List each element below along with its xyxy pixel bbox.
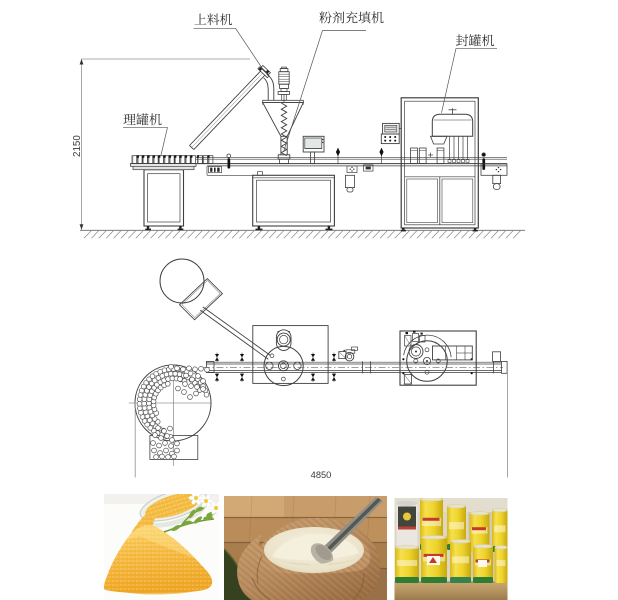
dim-4850: 4850	[311, 470, 332, 480]
cans-row	[131, 155, 214, 164]
photo-corn-grits	[104, 494, 219, 600]
labels: 上料机 粉剂充填机 封罐机 理罐机	[123, 11, 497, 156]
sealer-plan	[399, 330, 477, 386]
filler-hopper	[261, 95, 305, 164]
dimension-length: 4850	[134, 373, 508, 480]
filler-elevation	[189, 64, 335, 231]
infeed-worm-plan	[338, 346, 358, 362]
photos	[104, 494, 508, 600]
dim-2150: 2150	[72, 135, 83, 157]
photo-rice-sack	[224, 496, 387, 600]
ground-line	[80, 229, 525, 239]
dimension-height: 2150	[72, 58, 250, 230]
feeder-elevator-elevation	[189, 64, 275, 150]
filler-motor	[277, 66, 291, 101]
feeder-elevator-plan	[200, 306, 271, 360]
conveyor-end-elevation	[480, 163, 508, 191]
can-dots	[136, 364, 210, 460]
sealer-elevation	[380, 97, 479, 232]
filler-hmi	[302, 135, 325, 164]
plan-view: 4850	[128, 258, 508, 480]
filler-plan	[252, 325, 329, 387]
feed-hopper-plan	[159, 258, 224, 321]
photo-canned-products	[394, 498, 508, 600]
conveyor-plan	[203, 346, 508, 382]
unscrambler-elevation	[130, 163, 197, 231]
elevation-view: 2150	[72, 58, 525, 239]
conveyor-stands-elevation	[226, 147, 486, 193]
sealer-panel	[380, 122, 402, 145]
